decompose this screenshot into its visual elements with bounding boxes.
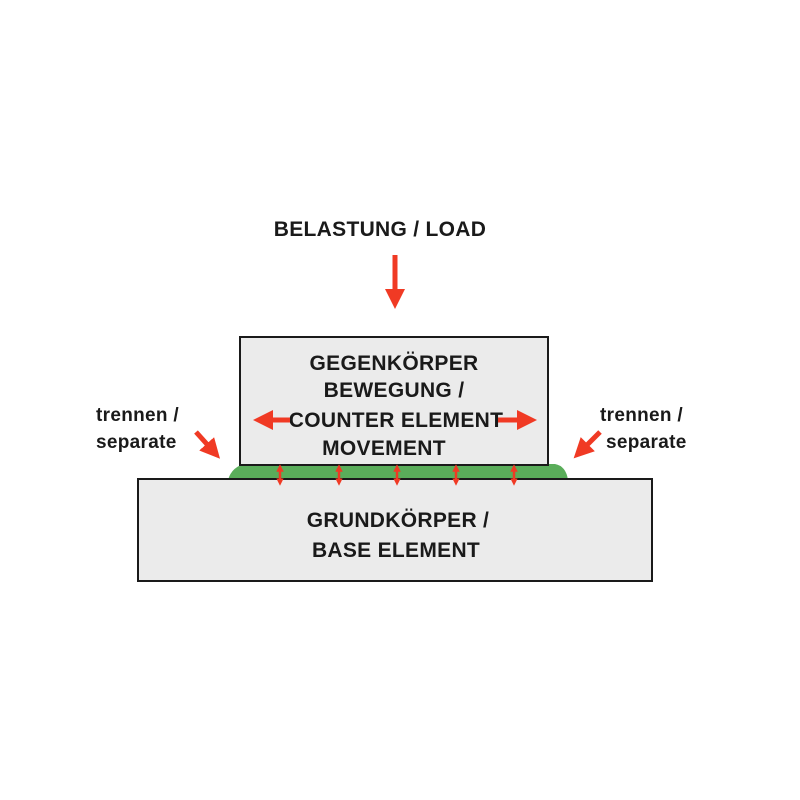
load-title: BELASTUNG / LOAD xyxy=(274,218,486,241)
counter-element-line: BEWEGUNG / xyxy=(324,379,465,402)
arrow-diagonal-icon xyxy=(573,430,602,459)
counter-element-line: COUNTER ELEMENT xyxy=(289,409,504,432)
double-arrows xyxy=(276,464,518,486)
separate-right-line: separate xyxy=(606,432,687,453)
arrow-diagonal-icon xyxy=(194,430,221,459)
base-element-block xyxy=(137,478,653,582)
base-element-line: GRUNDKÖRPER / xyxy=(307,509,489,532)
separate-left-line: separate xyxy=(96,432,177,453)
counter-element-line: MOVEMENT xyxy=(322,437,446,460)
separate-right-line: trennen / xyxy=(600,405,683,426)
counter-element-line: GEGENKÖRPER xyxy=(310,352,479,375)
separate-left-line: trennen / xyxy=(96,405,179,426)
base-element-line: BASE ELEMENT xyxy=(312,539,480,562)
counter-element-block xyxy=(239,336,549,466)
